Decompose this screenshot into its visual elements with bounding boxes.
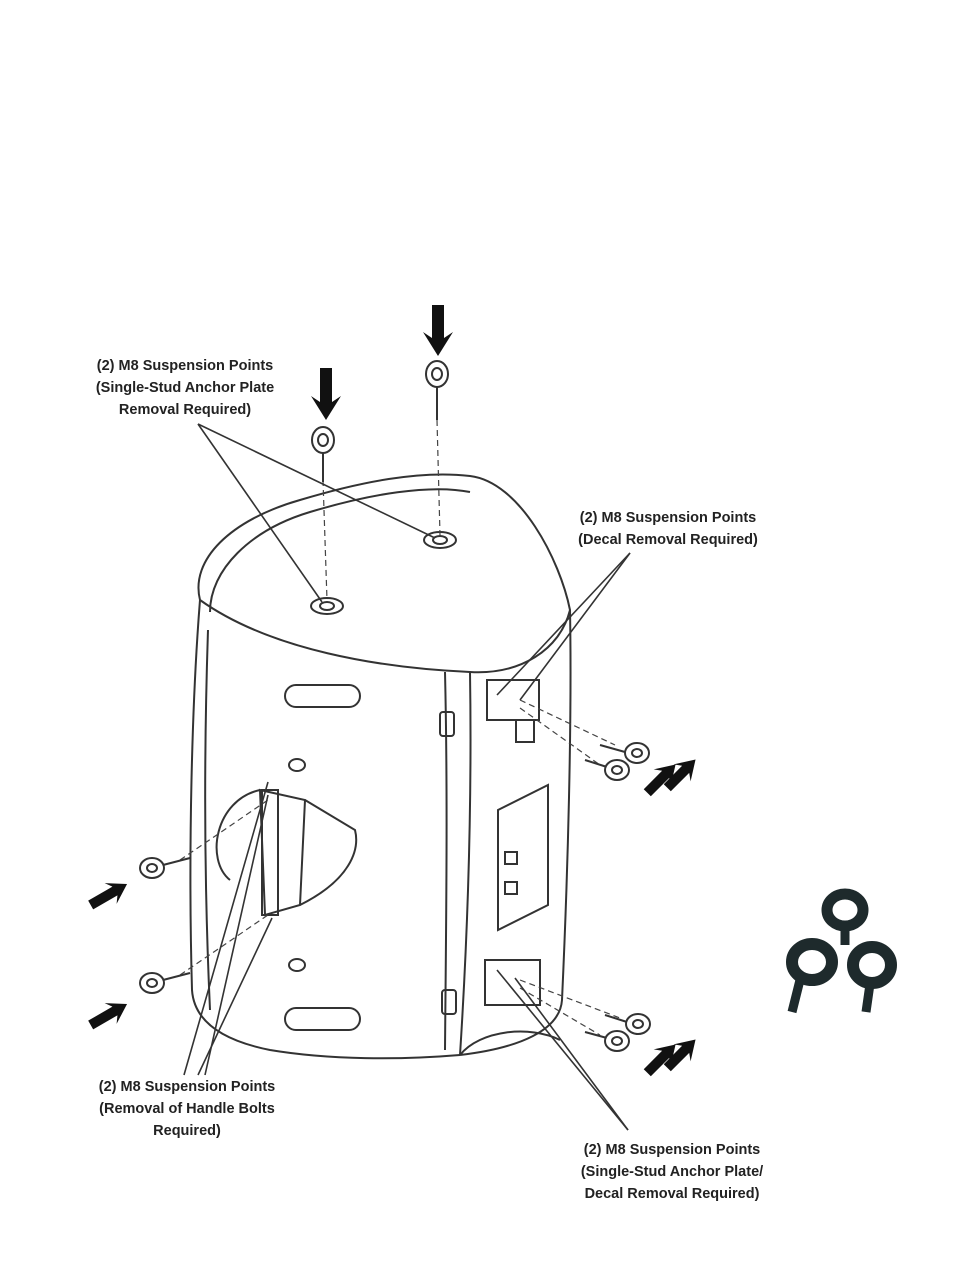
eyebolts [139,360,651,1052]
speaker-top [197,473,572,674]
callout-line: (2) M8 Suspension Points [583,1142,761,1158]
eyebolt-icon [599,742,650,764]
callout-line: (2) M8 Suspension Points [579,510,757,526]
callout-handle-bolts: (2) M8 Suspension Points (Removal of Han… [99,1076,275,1142]
speaker-top-inner [209,488,471,613]
arrow-up-left-icon [643,764,676,797]
callout-top-anchor-plate: (2) M8 Suspension Points (Single-Stud An… [96,355,274,421]
arrow-up-left-icon [663,1039,696,1072]
eyebolt-icon [139,857,191,879]
arrow-up-left-icon [663,759,696,792]
callout-line: Required) [153,1123,221,1139]
callout-line: (Decal Removal Required) [578,532,758,548]
callout-line: Decal Removal Required) [584,1186,760,1202]
speaker-right-side [459,609,572,1056]
arrow-down-icon [423,305,453,356]
arrow-up-right-icon [88,1003,128,1030]
speaker-front-edge [459,671,472,1056]
callout-line: Removal Required) [118,402,252,418]
speaker-front-edge-2 [444,671,448,1051]
callout-line: (2) M8 Suspension Points [98,1079,276,1095]
eyebolt-icon [425,360,449,420]
eyebolt-icon [604,1013,651,1035]
eyebolt-icon [584,1030,630,1052]
speaker-bottom [459,1030,561,1056]
arrows [88,305,696,1077]
eyebolt-icon [584,759,630,781]
callout-line: (Removal of Handle Bolts [99,1101,275,1117]
eyebolts-photo [786,888,897,1014]
callout-decal-removal: (2) M8 Suspension Points (Decal Removal … [578,507,758,551]
speaker-left-side [189,599,461,1060]
eyebolt-icon [311,426,335,482]
arrow-down-icon [311,368,341,420]
callout-line: (Single-Stud Anchor Plate [95,380,275,396]
arrow-up-right-icon [88,883,128,910]
eyebolt-icon [139,972,191,994]
speaker-grille-edge [204,629,211,1011]
callout-line: (2) M8 Suspension Points [96,358,274,374]
input-panel [497,783,549,932]
arrow-up-left-icon [643,1044,676,1077]
callout-anchor-plate-decal: (2) M8 Suspension Points (Single-Stud An… [581,1139,763,1205]
callout-line: (Single-Stud Anchor Plate/ [580,1164,764,1180]
side-handle [215,788,358,917]
